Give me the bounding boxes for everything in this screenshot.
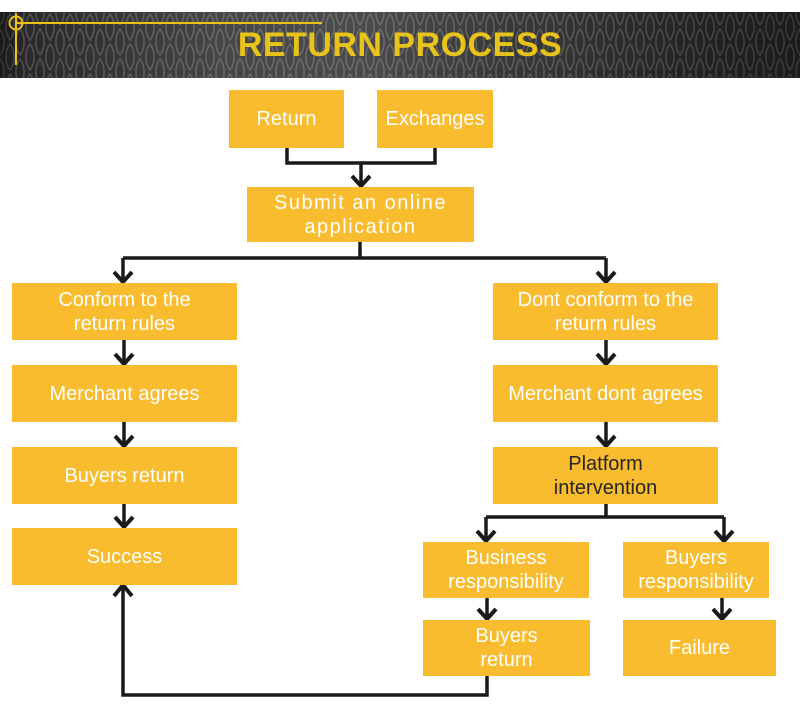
node-submit-online-application: Submit an online application — [247, 187, 474, 242]
node-conform-to-return-rules: Conform to the return rules — [12, 283, 237, 340]
header-mesh-pattern — [0, 12, 800, 78]
node-platform-intervention: Platform intervention — [493, 447, 718, 504]
node-business-responsibility: Business responsibility — [423, 542, 589, 598]
node-buyers-return-right: Buyers return — [423, 620, 590, 676]
node-failure: Failure — [623, 620, 776, 676]
node-return: Return — [229, 90, 344, 148]
node-exchanges: Exchanges — [377, 90, 493, 148]
node-merchant-dont-agrees: Merchant dont agrees — [493, 365, 718, 422]
node-buyers-responsibility: Buyers responsibility — [623, 542, 769, 598]
crosshair-decoration — [8, 13, 322, 65]
node-merchant-agrees: Merchant agrees — [12, 365, 237, 422]
node-dont-conform-to-return-rules: Dont conform to the return rules — [493, 283, 718, 340]
arrowheads — [112, 174, 735, 622]
flowchart: Return Exchanges Submit an online applic… — [0, 78, 800, 708]
connector-arrows — [112, 148, 735, 697]
node-success: Success — [12, 528, 237, 585]
node-buyers-return-left: Buyers return — [12, 447, 237, 504]
page-title: RETURN PROCESS — [237, 25, 563, 64]
header-band: RETURN PROCESS — [0, 12, 800, 78]
